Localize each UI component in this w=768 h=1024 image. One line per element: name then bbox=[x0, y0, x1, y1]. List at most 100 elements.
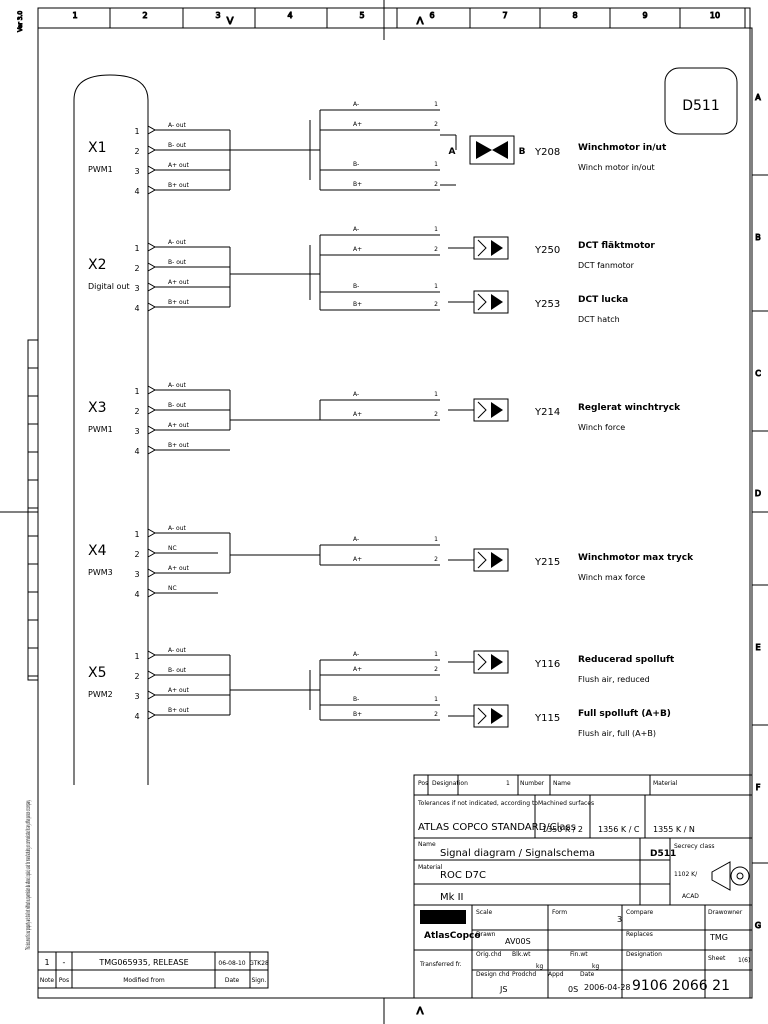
pin-signal: NC bbox=[168, 545, 177, 552]
connector-id: X3 bbox=[88, 400, 107, 416]
row-letter: E bbox=[755, 643, 760, 652]
component-label-sv: Reglerat winchtryck bbox=[578, 403, 681, 413]
revision-sign: GTK28 bbox=[249, 960, 269, 967]
valve-pin-number: 2 bbox=[434, 121, 438, 128]
valve-pin-number: 2 bbox=[434, 411, 438, 418]
valve-pin-number: 1 bbox=[434, 696, 438, 703]
pin-number: 1 bbox=[134, 127, 139, 136]
row-letter: C bbox=[755, 369, 761, 378]
pin-number: 1 bbox=[134, 652, 139, 661]
wire-label: A+ bbox=[353, 246, 362, 253]
pin-signal: A- out bbox=[168, 647, 187, 654]
valve-pin-number: 1 bbox=[434, 283, 438, 290]
pin-number: 4 bbox=[134, 447, 139, 456]
column-number: 2 bbox=[142, 11, 147, 20]
tag-box bbox=[664, 67, 738, 135]
connector-type: PWM3 bbox=[88, 568, 113, 577]
wire-label: A+ bbox=[353, 411, 362, 418]
design-chd: Design chd bbox=[476, 971, 510, 978]
pin-signal: B+ out bbox=[168, 442, 190, 449]
pin-signal: A+ out bbox=[168, 279, 190, 286]
valve-coil bbox=[477, 551, 487, 569]
row-letter: D bbox=[755, 489, 761, 498]
revision-header: Note bbox=[40, 977, 55, 984]
company-label: Compare bbox=[626, 909, 654, 916]
pin-signal: B+ out bbox=[168, 707, 190, 714]
wire-label: B- bbox=[353, 161, 359, 168]
valve-pin-number: 2 bbox=[434, 711, 438, 718]
connector-type: PWM1 bbox=[88, 165, 113, 174]
component-id: Y208 bbox=[534, 147, 560, 158]
wiring: A-1A+2B-1B+2A-1A+2B-1B+2A-1A+2A-1A+2A-1A… bbox=[229, 101, 440, 721]
material-label: Material bbox=[418, 864, 443, 871]
connector-housing bbox=[73, 74, 149, 785]
pin-signal: A+ out bbox=[168, 687, 190, 694]
owner: TMG bbox=[709, 933, 728, 942]
form-label: Form bbox=[552, 909, 567, 916]
property-notice-text: This document is our property and shall … bbox=[25, 800, 32, 950]
sheet-label: Sheet bbox=[708, 955, 726, 962]
pin-number: 1 bbox=[134, 387, 139, 396]
projection-symbol bbox=[711, 861, 731, 891]
revision-note-no: 1 bbox=[44, 958, 49, 967]
pin-number: 4 bbox=[134, 187, 139, 196]
projection-symbol bbox=[730, 866, 750, 886]
component-label-en: Flush air, full (A+B) bbox=[578, 729, 656, 738]
pin-signal: A- out bbox=[168, 525, 187, 532]
drawing-title: Signal diagram / Signalschema bbox=[440, 848, 595, 859]
drawing-number: 9106 2066 21 bbox=[632, 978, 730, 994]
valve-arrow bbox=[491, 294, 503, 310]
pin-number: 2 bbox=[134, 407, 139, 416]
column-number: 9 bbox=[642, 11, 647, 20]
component-label-sv: Winchmotor in/ut bbox=[578, 143, 667, 153]
component-label-en: DCT hatch bbox=[578, 315, 620, 324]
name-header: Name bbox=[553, 780, 571, 787]
revision-version: Ver 3.0 bbox=[17, 11, 24, 32]
drawn-label: Drawn bbox=[476, 931, 496, 938]
designation-label: Designation bbox=[626, 951, 662, 958]
design-chd-value: JS bbox=[499, 985, 507, 994]
wire-label: A+ bbox=[353, 556, 362, 563]
pin-number: 3 bbox=[134, 167, 139, 176]
date-label: Date bbox=[580, 971, 595, 978]
tolerances: Tolerances if not indicated, according t… bbox=[417, 800, 538, 807]
pin-number: 3 bbox=[134, 427, 139, 436]
revision-text: TMG065935, RELEASE bbox=[98, 958, 188, 967]
variant: Mk II bbox=[440, 892, 464, 903]
column-number: 1 bbox=[72, 11, 77, 20]
revision-header: Modified from bbox=[123, 977, 165, 984]
component-id: Y214 bbox=[534, 407, 560, 418]
component-label-en: Winch max force bbox=[578, 573, 645, 582]
valve-arrow bbox=[491, 552, 503, 568]
connector-type: PWM1 bbox=[88, 425, 113, 434]
drawing-tag-label: D511 bbox=[682, 98, 720, 114]
pin-number: 2 bbox=[134, 264, 139, 273]
code-1: 1102 K/ bbox=[674, 871, 698, 878]
column-number: 4 bbox=[287, 11, 292, 20]
pin-number: 3 bbox=[134, 570, 139, 579]
pin-number: 4 bbox=[134, 304, 139, 313]
kg-unit: kg bbox=[536, 963, 543, 970]
valve-coil bbox=[477, 239, 487, 257]
column-number: 3 bbox=[215, 11, 220, 20]
row-letter: A bbox=[755, 93, 761, 102]
wire-label: A+ bbox=[353, 121, 362, 128]
pin-signal: B+ out bbox=[168, 182, 190, 189]
valve-pin-number: 2 bbox=[434, 301, 438, 308]
connector-type: PWM2 bbox=[88, 690, 113, 699]
wire-label: B+ bbox=[353, 301, 362, 308]
pin-signal: B- out bbox=[168, 402, 187, 409]
arrow-mark: Λ bbox=[417, 1006, 424, 1017]
pin-signal: B- out bbox=[168, 142, 187, 149]
connector-type: Digital out bbox=[88, 282, 130, 291]
code-2: ACAD bbox=[682, 893, 699, 900]
component-label-sv: Winchmotor max tryck bbox=[578, 553, 694, 563]
connector-id: X2 bbox=[88, 257, 107, 273]
replaces-label: Replaces bbox=[626, 931, 653, 938]
logo-text: AtlasCopco bbox=[424, 931, 481, 941]
kg-unit: kg bbox=[592, 963, 599, 970]
